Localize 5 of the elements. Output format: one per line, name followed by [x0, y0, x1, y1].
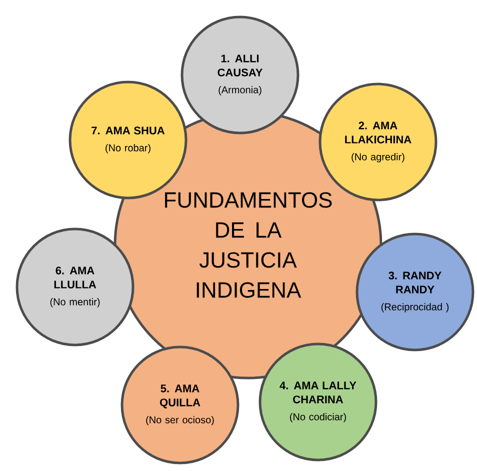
circle-node: 4. AMA LALLY CHARINA (No codiciar)	[258, 342, 378, 462]
circle-node: 5. AMA QUILLA (No ser ocioso)	[120, 346, 240, 464]
circle-node: 1. ALLI CAUSAY (Armonia)	[180, 16, 300, 134]
circle-node: 6. AMA LLULLA (No mentir)	[16, 228, 134, 346]
circle-node: 3. RANDY RANDY (Reciprocidad )	[356, 232, 474, 352]
